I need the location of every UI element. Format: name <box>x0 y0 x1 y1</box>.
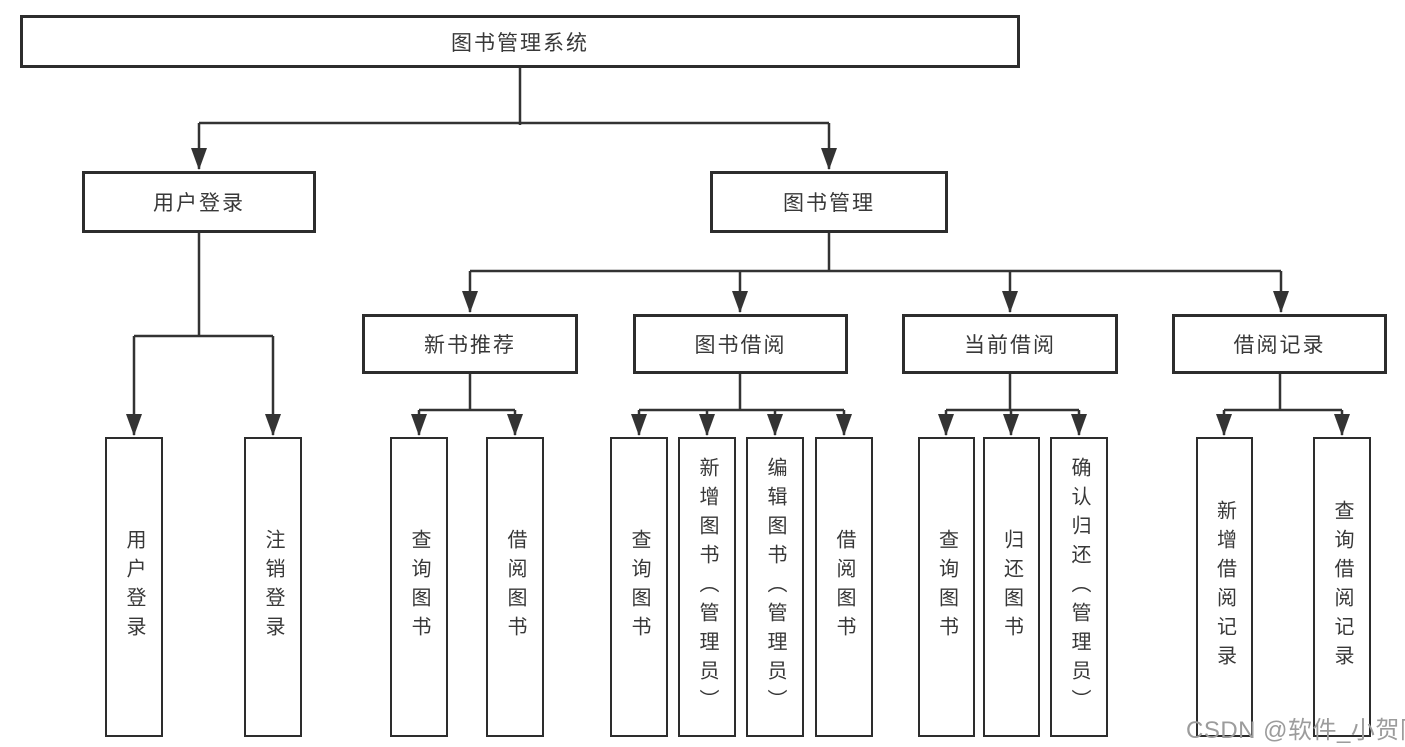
leaf-edit-books-admin: 编辑图书（管理员） <box>746 437 804 737</box>
leaf-add-books-admin: 新增图书（管理员） <box>678 437 736 737</box>
node-new-book-recommend: 新书推荐 <box>362 314 578 374</box>
node-label: 图书借阅 <box>694 334 787 357</box>
node-root-system: 图书管理系统 <box>20 15 1020 68</box>
node-label: 查询图书 <box>408 529 430 645</box>
node-label: 确认归还（管理员） <box>1068 456 1090 718</box>
node-user-login-group: 用户登录 <box>82 171 316 233</box>
node-label: 用户登录 <box>153 192 245 215</box>
node-borrow-records: 借阅记录 <box>1172 314 1387 374</box>
node-label: 新增图书（管理员） <box>696 456 718 718</box>
node-label: 查询借阅记录 <box>1331 500 1353 674</box>
leaf-query-books-borrow: 查询图书 <box>610 437 668 737</box>
node-label: 归还图书 <box>1000 529 1023 645</box>
leaf-user-login: 用户登录 <box>105 437 163 737</box>
node-label: 图书管理 <box>783 192 875 215</box>
node-current-borrow: 当前借阅 <box>902 314 1118 374</box>
leaf-query-borrow-record: 查询借阅记录 <box>1313 437 1371 737</box>
node-label: 查询图书 <box>935 529 958 645</box>
node-label: 借阅图书 <box>504 529 526 645</box>
leaf-query-books-current: 查询图书 <box>918 437 975 737</box>
leaf-logout: 注销登录 <box>244 437 302 737</box>
watermark: CSDN @软件_小贺同学 <box>1186 717 1405 744</box>
node-book-borrow: 图书借阅 <box>633 314 848 374</box>
node-label: 新书推荐 <box>424 334 516 357</box>
node-label: 编辑图书（管理员） <box>764 456 786 718</box>
node-label: 注销登录 <box>262 529 284 645</box>
leaf-query-books-recommend: 查询图书 <box>390 437 448 737</box>
node-label: 新增借阅记录 <box>1213 500 1236 674</box>
node-label: 借阅记录 <box>1233 334 1326 357</box>
node-label: 当前借阅 <box>964 334 1056 357</box>
node-label: 用户登录 <box>123 529 145 645</box>
leaf-confirm-return-admin: 确认归还（管理员） <box>1050 437 1108 737</box>
leaf-borrow-books: 借阅图书 <box>815 437 873 737</box>
node-book-management: 图书管理 <box>710 171 948 233</box>
node-label: 查询图书 <box>628 529 650 645</box>
leaf-return-books: 归还图书 <box>983 437 1040 737</box>
leaf-add-borrow-record: 新增借阅记录 <box>1196 437 1253 737</box>
node-label: 图书管理系统 <box>451 31 589 55</box>
leaf-borrow-books-recommend: 借阅图书 <box>486 437 544 737</box>
node-label: 借阅图书 <box>833 529 855 645</box>
